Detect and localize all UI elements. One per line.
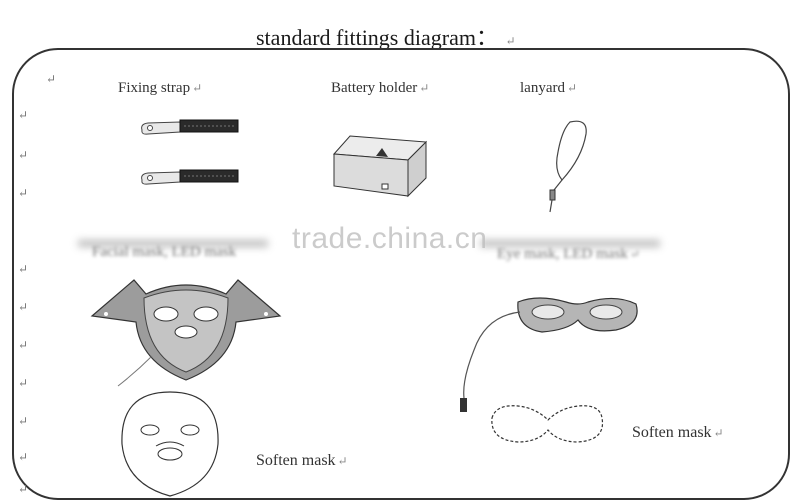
paragraph-mark: ↵ [18,482,29,496]
paragraph-mark: ↵ [419,81,430,95]
paragraph-mark: ↵ [18,450,29,464]
paragraph-mark: ↵ [18,186,29,200]
lanyard-label: lanyard↵ [520,80,577,97]
paragraph-mark: ↵ [18,148,29,162]
paragraph-mark: ↵ [18,414,29,428]
paragraph-mark: ↵ [46,72,57,86]
lanyard-illustration [549,120,587,213]
blur-band [78,240,268,247]
paragraph-mark: ↵ [505,34,516,48]
face-mask-text: Facial mask, LED mask [92,244,237,260]
face-mask-label: Facial mask, LED mask [92,244,236,261]
paragraph-mark: ↵ [713,426,724,440]
fixing-strap-bottom [141,169,239,185]
paragraph-mark: ↵ [192,81,203,95]
lanyard-text: lanyard [520,80,565,96]
eye-mask-label: Eye mask, LED mask↵ [497,246,640,263]
battery-holder-label: Battery holder↵ [331,80,429,97]
soften-mask-left-label: Soften mask↵ [256,452,348,470]
soften-mask-left-text: Soften mask [256,452,336,469]
title-text: standard fittings diagram： [256,25,498,50]
eye-mask-text: Eye mask, LED mask [497,246,628,262]
fixing-strap-label: Fixing strap↵ [118,80,202,97]
fixing-strap-top [141,119,239,135]
page-title: standard fittings diagram： ↵ [256,20,516,52]
soften-mask-right-label: Soften mask↵ [632,424,724,442]
paragraph-mark: ↵ [18,338,29,352]
fixing-strap-illustration [141,119,239,185]
diagram-frame [12,48,790,500]
paragraph-mark: ↵ [18,108,29,122]
battery-holder-text: Battery holder [331,80,418,96]
fixing-strap-text: Fixing strap [118,80,191,96]
paragraph-mark: ↵ [18,300,29,314]
soften-face-mask-illustration [121,391,219,497]
paragraph-mark: ↵ [18,376,29,390]
paragraph-mark: ↵ [18,262,29,276]
led-eye-mask-illustration [460,297,638,412]
blur-band [480,240,660,247]
soften-mask-right-text: Soften mask [632,424,712,441]
watermark: trade.china.cn [292,222,488,255]
soften-eye-mask-illustration [491,405,604,443]
paragraph-mark: ↵ [629,247,640,261]
paragraph-mark: ↵ [337,454,348,468]
paragraph-mark: ↵ [566,81,578,95]
battery-holder-illustration [332,135,428,198]
led-face-mask-illustration [90,279,282,387]
